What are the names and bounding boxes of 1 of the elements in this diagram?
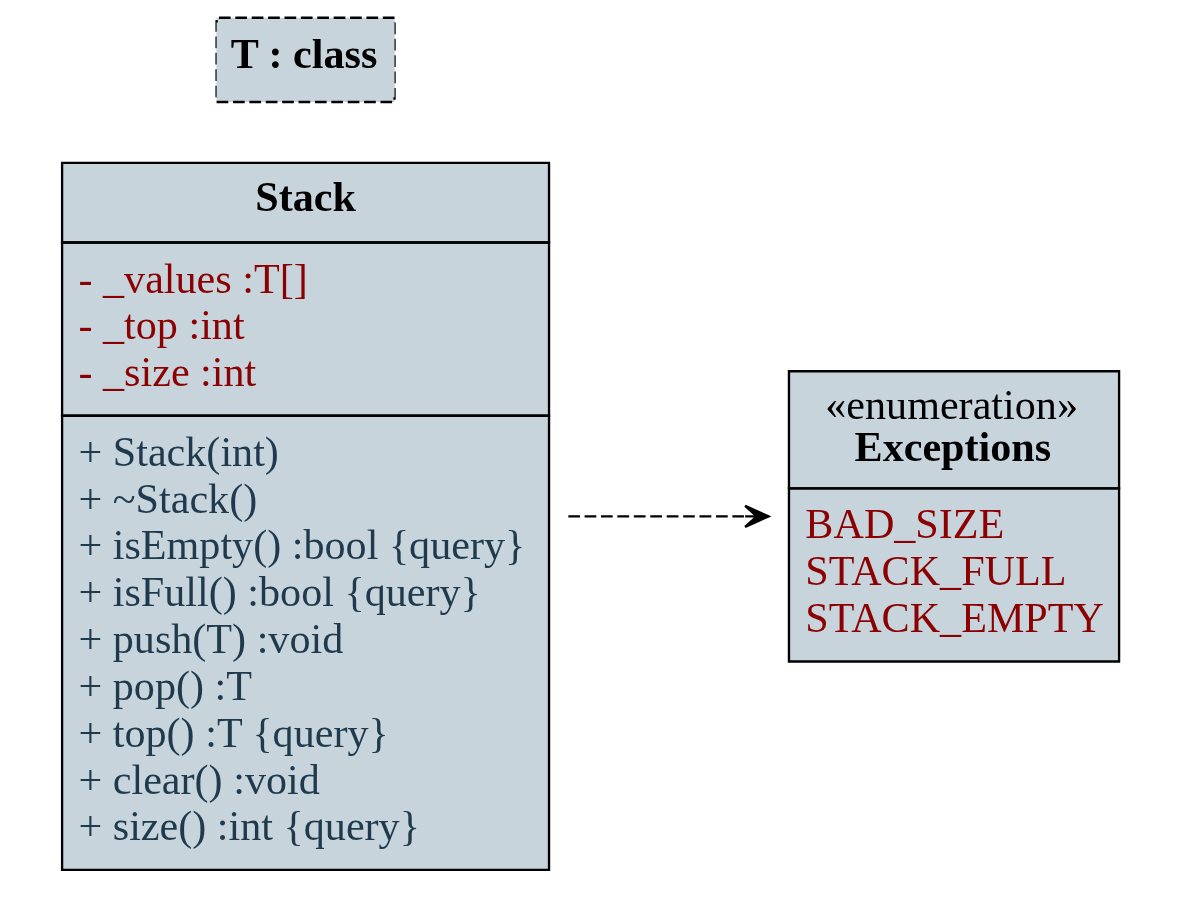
arrow [568, 504, 770, 529]
